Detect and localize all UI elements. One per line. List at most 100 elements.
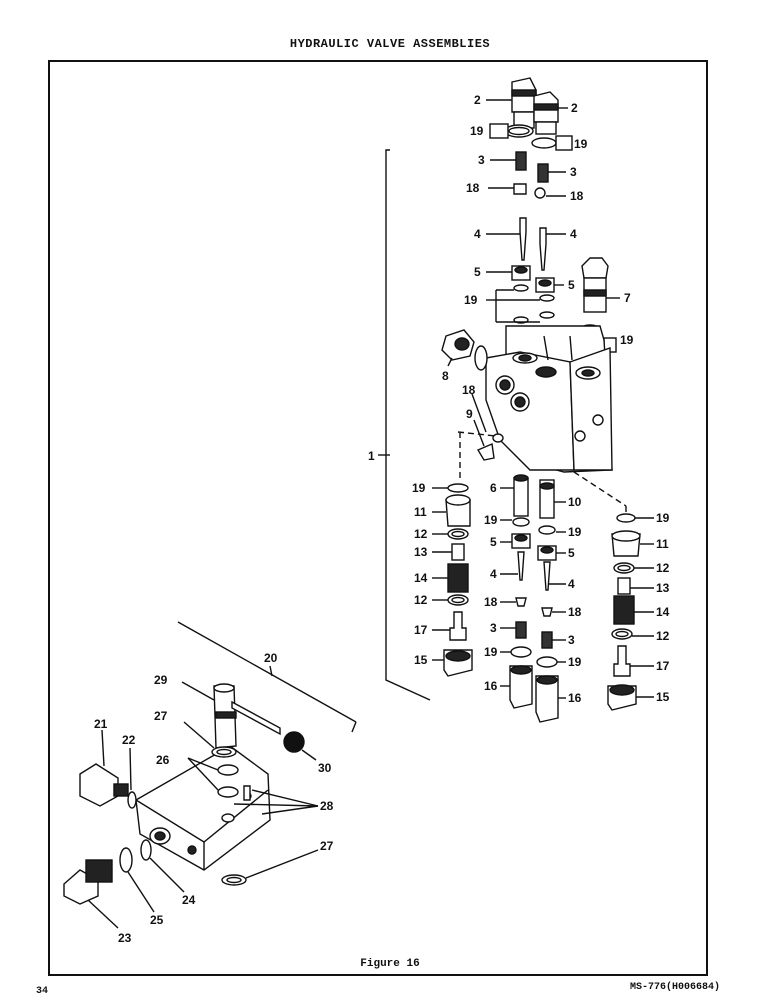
callout-19-f: 19 (484, 513, 498, 527)
block-body (135, 745, 271, 871)
callout-3-c: 3 (490, 621, 497, 635)
callout-26: 26 (156, 753, 170, 767)
elbow-9 (471, 393, 504, 461)
callout-5-d: 5 (568, 546, 575, 560)
callout-13-a: 13 (414, 545, 428, 559)
callout-18-b: 18 (570, 189, 584, 203)
callout-19-i: 19 (568, 655, 582, 669)
middle-stack (500, 474, 566, 723)
callout-27-bottom: 27 (320, 839, 334, 853)
callout-19-h: 19 (484, 645, 498, 659)
callout-14-b: 14 (656, 605, 670, 619)
left-stack (432, 483, 473, 677)
callout-15-a: 15 (414, 653, 428, 667)
callout-19-a: 19 (470, 124, 484, 138)
callout-17-a: 17 (414, 623, 428, 637)
callout-5-c: 5 (490, 535, 497, 549)
callout-5-a: 5 (474, 265, 481, 279)
callout-30: 30 (318, 761, 332, 775)
callout-19-j: 19 (656, 511, 670, 525)
adapter-8 (441, 329, 488, 371)
callout-16-a: 16 (484, 679, 498, 693)
callout-19-c: 19 (464, 293, 478, 307)
callout-2-right: 2 (571, 101, 578, 115)
callout-8: 8 (442, 369, 449, 383)
leader-19-multi (486, 289, 540, 323)
right-stack (607, 513, 654, 711)
callout-1: 1 (368, 449, 375, 463)
valve-spool-29 (181, 681, 281, 749)
pin-4-pair (486, 217, 566, 271)
dash-line-right (573, 471, 627, 512)
callout-15-b: 15 (656, 690, 670, 704)
oring-24-25 (119, 839, 185, 913)
plug-23 (63, 859, 119, 929)
callout-23: 23 (118, 931, 132, 945)
callout-19-b: 19 (574, 137, 588, 151)
callout-25: 25 (150, 913, 164, 927)
dash-line-left (457, 431, 497, 480)
callout-27-top: 27 (154, 709, 168, 723)
callout-10: 10 (568, 495, 582, 509)
fitting-21 (79, 729, 129, 807)
callout-2-left: 2 (474, 93, 481, 107)
callout-19-d: 19 (620, 333, 634, 347)
callout-29: 29 (154, 673, 168, 687)
figure-frame (48, 60, 708, 976)
callout-18-e: 18 (568, 605, 582, 619)
subassembly-bracket (177, 621, 357, 723)
figure-caption: Figure 16 (360, 958, 420, 970)
callout-18-c: 18 (462, 383, 476, 397)
oring-19-a (489, 123, 573, 151)
callout-20: 20 (264, 651, 278, 665)
callout-7: 7 (624, 291, 631, 305)
callout-28: 28 (320, 799, 334, 813)
callout-13-b: 13 (656, 581, 670, 595)
assembly-bracket (385, 149, 431, 701)
spring-3-pair (490, 151, 566, 183)
retainer-27-bottom (221, 849, 319, 886)
plug-2-right (533, 91, 568, 135)
callout-3-a: 3 (478, 153, 485, 167)
callout-14-a: 14 (414, 571, 428, 585)
callout-12-c: 12 (656, 561, 670, 575)
callout-5-b: 5 (568, 278, 575, 292)
page-number: 34 (36, 986, 49, 997)
callout-17-b: 17 (656, 659, 670, 673)
callout-21: 21 (94, 717, 108, 731)
relief-plug-7 (581, 257, 620, 313)
pins-28 (233, 789, 319, 815)
callout-4-c: 4 (490, 567, 497, 581)
page-title: HYDRAULIC VALVE ASSEMBLIES (289, 37, 491, 51)
callout-19-g: 19 (568, 525, 582, 539)
callout-12-d: 12 (656, 629, 670, 643)
callout-12-a: 12 (414, 527, 428, 541)
oring-22 (127, 747, 137, 809)
callout-16-b: 16 (568, 691, 582, 705)
plug-2-left (486, 77, 537, 129)
ball-18-pair (488, 183, 566, 199)
document-code: MS-776(H006684) (629, 982, 720, 993)
rings-26 (187, 757, 239, 798)
callout-12-b: 12 (414, 593, 428, 607)
cap-30 (283, 731, 317, 761)
callout-4-b: 4 (570, 227, 577, 241)
callout-3-b: 3 (570, 165, 577, 179)
callout-9: 9 (466, 407, 473, 421)
callout-4-a: 4 (474, 227, 481, 241)
callout-18-d: 18 (484, 595, 498, 609)
callout-18-a: 18 (466, 181, 480, 195)
callout-11-b: 11 (656, 537, 669, 551)
leader-20 (269, 665, 273, 677)
retainer-27-top (183, 721, 237, 758)
callout-19-e: 19 (412, 481, 426, 495)
seat-5-pair (486, 265, 564, 324)
valve-body (485, 325, 613, 473)
callout-24: 24 (182, 893, 196, 907)
callout-11-a: 11 (414, 505, 427, 519)
callout-6: 6 (490, 481, 497, 495)
callout-4-d: 4 (568, 577, 575, 591)
callout-3-d: 3 (568, 633, 575, 647)
callout-22: 22 (122, 733, 136, 747)
